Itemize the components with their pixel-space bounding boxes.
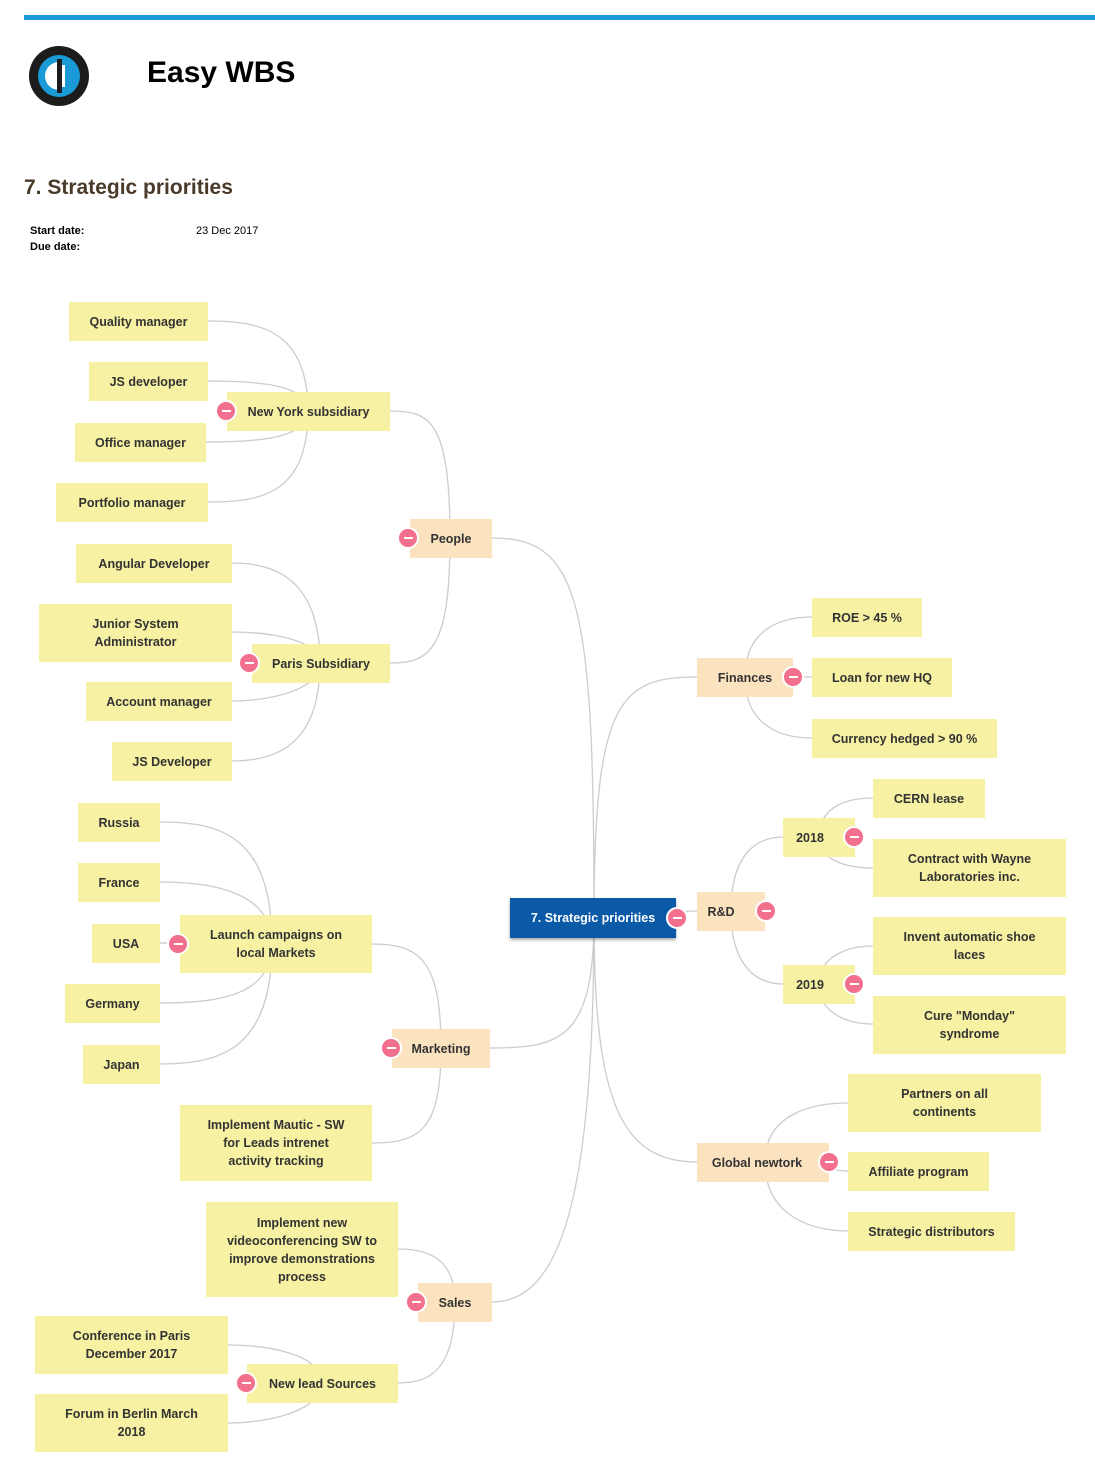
branch-finances[interactable]: Finances	[697, 658, 793, 697]
leaf-node[interactable]: Currency hedged > 90 %	[812, 719, 997, 758]
collapse-2019-icon[interactable]	[843, 973, 865, 995]
collapse-new-york-icon[interactable]	[215, 400, 237, 422]
leaf-node[interactable]: Cure "Monday" syndrome	[873, 996, 1066, 1054]
node-paris-subsidiary[interactable]: Paris Subsidiary	[252, 644, 390, 683]
leaf-node[interactable]: Junior System Administrator	[39, 604, 232, 662]
leaf-node[interactable]: JS Developer	[112, 742, 232, 781]
collapse-sales-icon[interactable]	[405, 1291, 427, 1313]
leaf-node[interactable]: USA	[92, 924, 160, 963]
leaf-node[interactable]: Strategic distributors	[848, 1212, 1015, 1251]
leaf-node[interactable]: Portfolio manager	[56, 483, 208, 522]
leaf-node[interactable]: Germany	[65, 984, 160, 1023]
collapse-global-network-icon[interactable]	[818, 1151, 840, 1173]
collapse-campaigns-icon[interactable]	[167, 933, 189, 955]
leaf-node[interactable]: Japan	[83, 1045, 160, 1084]
collapse-marketing-icon[interactable]	[380, 1037, 402, 1059]
leaf-node[interactable]: JS developer	[89, 362, 208, 401]
easy-wbs-logo-icon	[29, 46, 89, 106]
leaf-node[interactable]: Russia	[78, 803, 160, 842]
node-new-york-subsidiary[interactable]: New York subsidiary	[227, 392, 390, 431]
branch-marketing[interactable]: Marketing	[392, 1029, 490, 1068]
root-node[interactable]: 7. Strategic priorities	[510, 898, 676, 938]
start-date-label: Start date:	[30, 225, 85, 237]
leaf-node[interactable]: Quality manager	[69, 302, 208, 341]
collapse-rnd-icon[interactable]	[755, 900, 777, 922]
collapse-root-icon[interactable]	[666, 907, 688, 929]
collapse-2018-icon[interactable]	[843, 826, 865, 848]
leaf-node[interactable]: Invent automatic shoe laces	[873, 917, 1066, 975]
branch-sales[interactable]: Sales	[418, 1283, 492, 1322]
node-launch-campaigns[interactable]: Launch campaigns on local Markets	[180, 915, 372, 973]
leaf-node[interactable]: Implement Mautic - SW for Leads intrenet…	[180, 1105, 372, 1181]
due-date-label: Due date:	[30, 241, 81, 253]
app-title: Easy WBS	[147, 56, 296, 89]
start-date-value: 23 Dec 2017	[196, 225, 259, 237]
header-accent-bar	[24, 15, 1095, 20]
collapse-finances-icon[interactable]	[782, 666, 804, 688]
page-title: 7. Strategic priorities	[24, 176, 233, 199]
leaf-node[interactable]: France	[78, 863, 160, 902]
leaf-node[interactable]: Angular Developer	[76, 544, 232, 583]
leaf-node[interactable]: Forum in Berlin March 2018	[35, 1394, 228, 1452]
leaf-node[interactable]: Contract with Wayne Laboratories inc.	[873, 839, 1066, 897]
leaf-node[interactable]: Account manager	[86, 682, 232, 721]
collapse-paris-icon[interactable]	[238, 652, 260, 674]
node-new-lead-sources[interactable]: New lead Sources	[247, 1364, 398, 1403]
collapse-people-icon[interactable]	[397, 527, 419, 549]
leaf-node[interactable]: Implement new videoconferencing SW to im…	[206, 1202, 398, 1297]
leaf-node[interactable]: Conference in Paris December 2017	[35, 1316, 228, 1374]
branch-rnd[interactable]: R&D	[697, 892, 765, 931]
leaf-node[interactable]: ROE > 45 %	[812, 598, 922, 637]
branch-people[interactable]: People	[410, 519, 492, 558]
leaf-node[interactable]: Loan for new HQ	[812, 658, 952, 697]
leaf-node[interactable]: Office manager	[75, 423, 206, 462]
branch-global-network[interactable]: Global newtork	[697, 1143, 829, 1182]
leaf-node[interactable]: CERN lease	[873, 779, 985, 818]
leaf-node[interactable]: Affiliate program	[848, 1152, 989, 1191]
leaf-node[interactable]: Partners on all continents	[848, 1074, 1041, 1132]
collapse-lead-sources-icon[interactable]	[235, 1372, 257, 1394]
